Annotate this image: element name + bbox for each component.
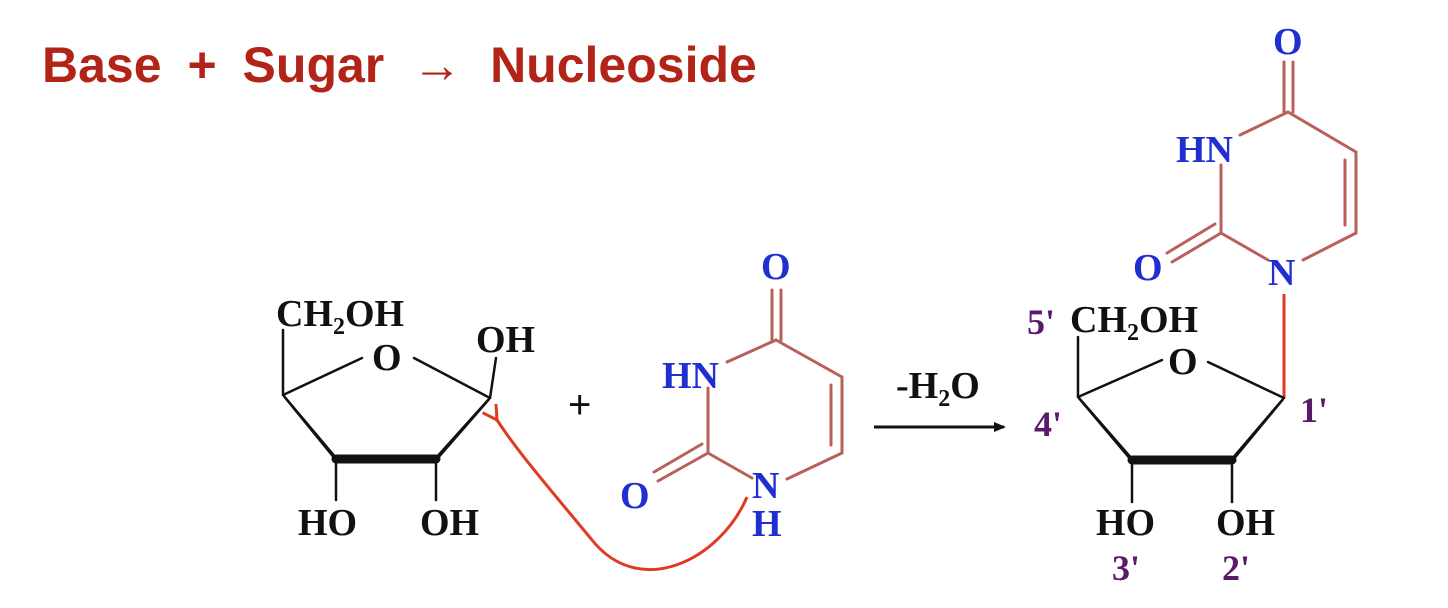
label-5-prime: 5' xyxy=(1027,302,1055,342)
bond-c2-o2a xyxy=(656,451,710,483)
prod-ch2oh-label: CH2OH xyxy=(1070,299,1198,346)
ribose-sugar: CH2OH O OH HO OH xyxy=(276,293,535,544)
hn-label: HN xyxy=(662,355,719,397)
bond-c4-c5 xyxy=(774,338,844,379)
prod-bond-c2-n1 xyxy=(1219,231,1270,262)
title-plus: + xyxy=(187,37,216,93)
label-3-prime: 3' xyxy=(1112,548,1140,588)
bond-c2-n1 xyxy=(706,451,754,480)
wedge-bond-right xyxy=(436,396,490,462)
nitrogen-label: N xyxy=(752,465,779,507)
prod-wedge-left xyxy=(1078,395,1132,463)
label-1-prime: 1' xyxy=(1300,390,1328,430)
reaction-arrow: -H2O xyxy=(874,365,1006,432)
prod-bond-c2-o2a xyxy=(1170,231,1223,264)
ring-oxygen-label: O xyxy=(372,337,402,379)
title-sugar: Sugar xyxy=(243,37,385,93)
prod-hn-label: HN xyxy=(1176,129,1233,171)
prod-bond-o-c1 xyxy=(1206,360,1286,400)
nucleoside-product: O HN O N CH2OH O HO OH 5' 4' 1' 3' 2' xyxy=(1027,21,1358,588)
title-arrow: → xyxy=(412,37,462,93)
page-title: Base + Sugar → Nucleoside xyxy=(42,37,757,93)
red-curved-arrow xyxy=(497,420,749,571)
prod-ring-oxygen-label: O xyxy=(1168,341,1198,383)
bond-c4-o xyxy=(281,356,364,397)
ch2oh-label: CH2OH xyxy=(276,293,404,340)
bond-c4-n3 xyxy=(725,338,778,364)
plus-sign: + xyxy=(568,383,591,427)
title-product: Nucleoside xyxy=(490,37,757,93)
label-4-prime: 4' xyxy=(1034,404,1062,444)
bond-c2-o2b xyxy=(652,442,704,474)
prod-ho-label: HO xyxy=(1096,502,1155,544)
prod-bond-c4-c5 xyxy=(1286,110,1358,154)
prod-bond-c6-n1 xyxy=(1301,231,1358,262)
oh-right-label: OH xyxy=(420,502,479,544)
title-base: Base xyxy=(42,37,162,93)
prod-wedge-right xyxy=(1232,396,1284,463)
ho-left-label: HO xyxy=(298,502,357,544)
bond-c6-n1 xyxy=(785,451,844,481)
oxygen-left-label: O xyxy=(620,475,650,517)
prod-bond-c4-o xyxy=(1076,358,1164,399)
bond-c1-oh xyxy=(488,356,498,400)
prod-oxygen-left-label: O xyxy=(1133,247,1163,289)
condition-label: -H2O xyxy=(896,365,980,412)
label-2-prime: 2' xyxy=(1222,548,1250,588)
bond-o-c1 xyxy=(412,356,492,400)
anomeric-oh-label: OH xyxy=(476,319,535,361)
prod-nitrogen-label: N xyxy=(1268,252,1295,294)
oxygen-top-label: O xyxy=(761,246,791,288)
hydrogen-label: H xyxy=(752,503,782,545)
wedge-bond-left xyxy=(283,393,336,462)
prod-oxygen-top-label: O xyxy=(1273,21,1303,63)
uracil-base: O HN O N H xyxy=(620,246,844,545)
prod-bond-c4-n3 xyxy=(1238,110,1290,137)
prod-bond-c2-o2b xyxy=(1165,222,1217,255)
prod-oh-label: OH xyxy=(1216,502,1275,544)
